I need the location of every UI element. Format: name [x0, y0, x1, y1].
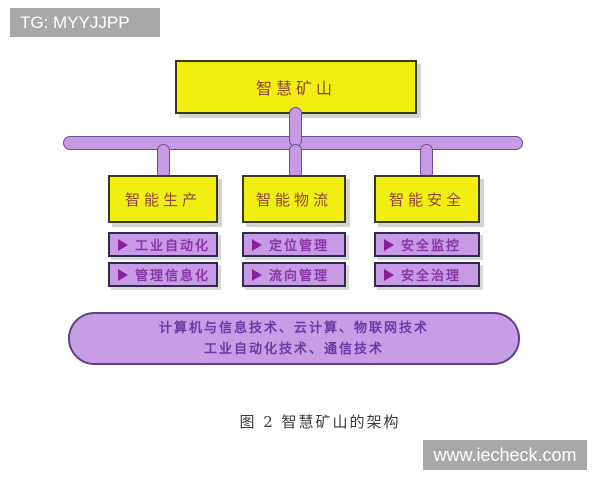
branch-node-logistics: 智能物流 [242, 175, 346, 223]
play-arrow-icon [252, 238, 262, 251]
website-watermark-text: www.iecheck.com [433, 444, 577, 465]
play-arrow-icon [118, 268, 128, 281]
play-arrow-icon [384, 238, 394, 251]
branch-node-label: 智能生产 [124, 190, 201, 209]
branch-node-label: 智能物流 [255, 190, 332, 209]
play-arrow-icon [118, 238, 128, 251]
sub-item-label: 定位管理 [269, 239, 330, 254]
connector-bus-to-safety [420, 144, 433, 179]
branch-node-safety: 智能安全 [374, 175, 480, 223]
sub-item-label: 安全治理 [401, 269, 462, 284]
foundation-technologies-box: 计算机与信息技术、云计算、物联网技术 工业自动化技术、通信技术 [68, 312, 520, 365]
root-node-label: 智慧矿山 [255, 79, 336, 98]
branch-node-label: 智能安全 [388, 190, 465, 209]
foundation-line-1: 计算机与信息技术、云计算、物联网技术 [158, 320, 429, 336]
sub-item-safety-monitoring: 安全监控 [374, 232, 480, 257]
sub-item-label: 工业自动化 [135, 239, 211, 254]
sub-item-label: 管理信息化 [135, 269, 211, 284]
connector-root-to-bus [289, 107, 302, 147]
sub-item-label: 安全监控 [401, 239, 462, 254]
sub-item-management-informatization: 管理信息化 [108, 262, 218, 287]
root-node-smart-mine: 智慧矿山 [175, 60, 417, 114]
play-arrow-icon [252, 268, 262, 281]
connector-bus-to-production [157, 144, 170, 179]
sub-item-positioning-management: 定位管理 [242, 232, 346, 257]
sub-item-flow-management: 流向管理 [242, 262, 346, 287]
sub-item-safety-governance: 安全治理 [374, 262, 480, 287]
website-watermark-badge: www.iecheck.com [423, 440, 587, 470]
sub-item-label: 流向管理 [269, 269, 330, 284]
telegram-watermark-badge: TG: MYYJJPP [10, 8, 160, 37]
play-arrow-icon [384, 268, 394, 281]
branch-node-production: 智能生产 [108, 175, 218, 223]
foundation-line-2: 工业自动化技术、通信技术 [203, 341, 384, 357]
connector-bus-to-logistics [289, 144, 302, 179]
telegram-watermark-text: TG: MYYJJPP [20, 12, 130, 32]
figure-caption: 图 2 智慧矿山的架构 [239, 413, 401, 431]
sub-item-industrial-automation: 工业自动化 [108, 232, 218, 257]
